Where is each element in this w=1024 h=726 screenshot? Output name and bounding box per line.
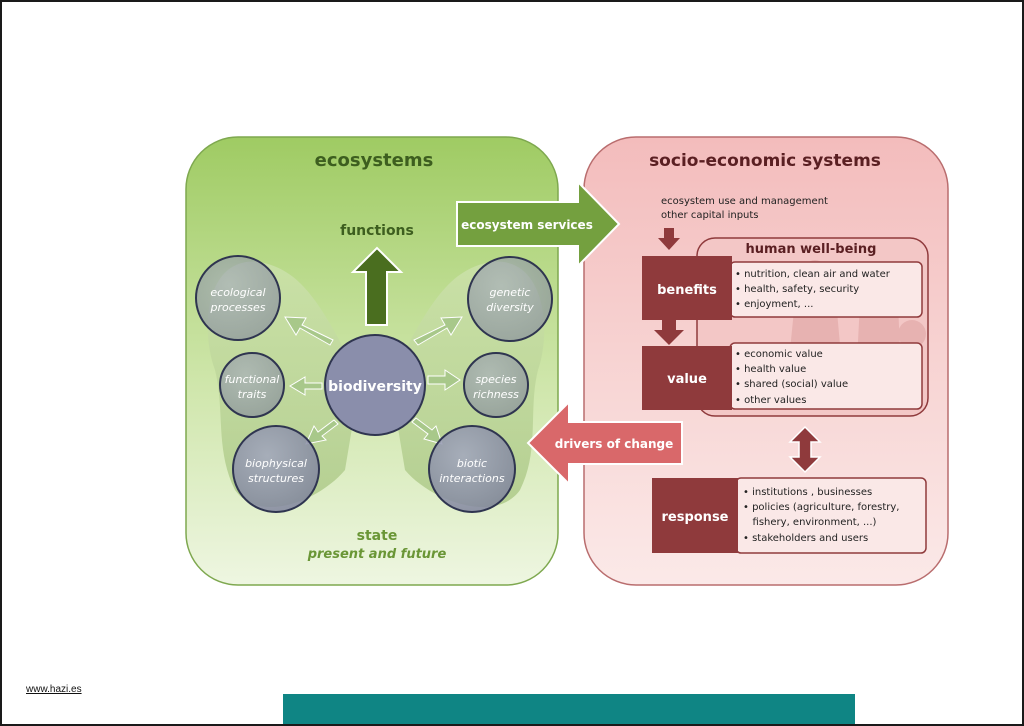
circle-functional-traits xyxy=(219,352,285,418)
drivers-of-change-arrow xyxy=(526,399,683,487)
value-item: • other values xyxy=(735,395,806,406)
human-wellbeing-title: human well-being xyxy=(746,242,877,257)
response-label: response xyxy=(661,510,728,525)
arrow-to-species-richness xyxy=(427,369,461,391)
benefits-item: • enjoyment, ... xyxy=(735,299,813,310)
arrow-to-biotic-interactions xyxy=(411,417,443,445)
biotic-interactions-line1: biotic xyxy=(457,457,487,470)
arrow-to-biophysical-structures xyxy=(305,419,339,445)
response-item: • policies (agriculture, forestry, xyxy=(743,502,899,513)
value-item: • economic value xyxy=(735,349,823,360)
value-item: • shared (social) value xyxy=(735,379,848,390)
biodiversity-label: biodiversity xyxy=(328,379,422,395)
ecological-processes-line1: ecological xyxy=(210,286,265,299)
functions-arrow xyxy=(350,246,404,326)
benefits-label: benefits xyxy=(657,283,717,298)
value-box xyxy=(642,346,732,410)
ecosystem-services-arrow xyxy=(456,179,621,269)
benefits-to-value-arrow xyxy=(654,320,684,345)
arrow-to-genetic-diversity xyxy=(413,316,463,346)
circle-genetic-diversity xyxy=(467,256,553,342)
circle-species-richness xyxy=(463,352,529,418)
biotic-interactions-line2: interactions xyxy=(439,472,504,485)
ecosystems-title: ecosystems xyxy=(315,150,434,171)
value-label: value xyxy=(667,372,707,387)
ecosystem-services-label: ecosystem services xyxy=(461,218,593,232)
socio-economic-title: socio-economic systems xyxy=(649,151,881,171)
functions-label: functions xyxy=(340,223,414,239)
inputs-line2: other capital inputs xyxy=(661,210,759,221)
benefits-item: • health, safety, security xyxy=(735,284,859,295)
benefits-item: • nutrition, clean air and water xyxy=(735,269,891,280)
circle-ecological-processes xyxy=(195,255,281,341)
ecological-processes-line2: processes xyxy=(209,301,265,314)
inputs-to-benefits-arrow xyxy=(658,228,680,250)
footer-link[interactable]: www.hazi.es xyxy=(26,684,82,695)
circle-biotic-interactions xyxy=(428,425,516,513)
state-subtitle: present and future xyxy=(307,547,447,562)
arrow-to-ecological-processes xyxy=(284,316,334,346)
biophysical-structures-line1: biophysical xyxy=(245,457,307,470)
response-item: • stakeholders and users xyxy=(743,533,868,544)
genetic-diversity-line1: genetic xyxy=(490,286,531,299)
genetic-diversity-line2: diversity xyxy=(486,301,534,314)
response-item: • institutions , businesses xyxy=(743,487,872,498)
circle-biophysical-structures xyxy=(232,425,320,513)
functional-traits-line2: traits xyxy=(238,388,267,401)
arrow-to-functional-traits xyxy=(289,376,323,396)
value-item: • health value xyxy=(735,364,806,375)
state-label: state xyxy=(357,528,398,544)
wellbeing-response-double-arrow xyxy=(788,425,822,474)
biophysical-structures-line2: structures xyxy=(248,472,304,485)
functional-traits-line1: functional xyxy=(225,373,280,386)
inputs-line1: ecosystem use and management xyxy=(661,196,828,207)
benefits-box xyxy=(642,256,732,320)
response-box xyxy=(652,478,738,553)
response-item: fishery, environment, ...) xyxy=(743,517,877,528)
species-richness-line1: species xyxy=(475,373,516,386)
drivers-of-change-label: drivers of change xyxy=(555,437,674,451)
footer-bar xyxy=(283,694,855,724)
species-richness-line2: richness xyxy=(473,388,519,401)
circle-biodiversity xyxy=(324,334,426,436)
